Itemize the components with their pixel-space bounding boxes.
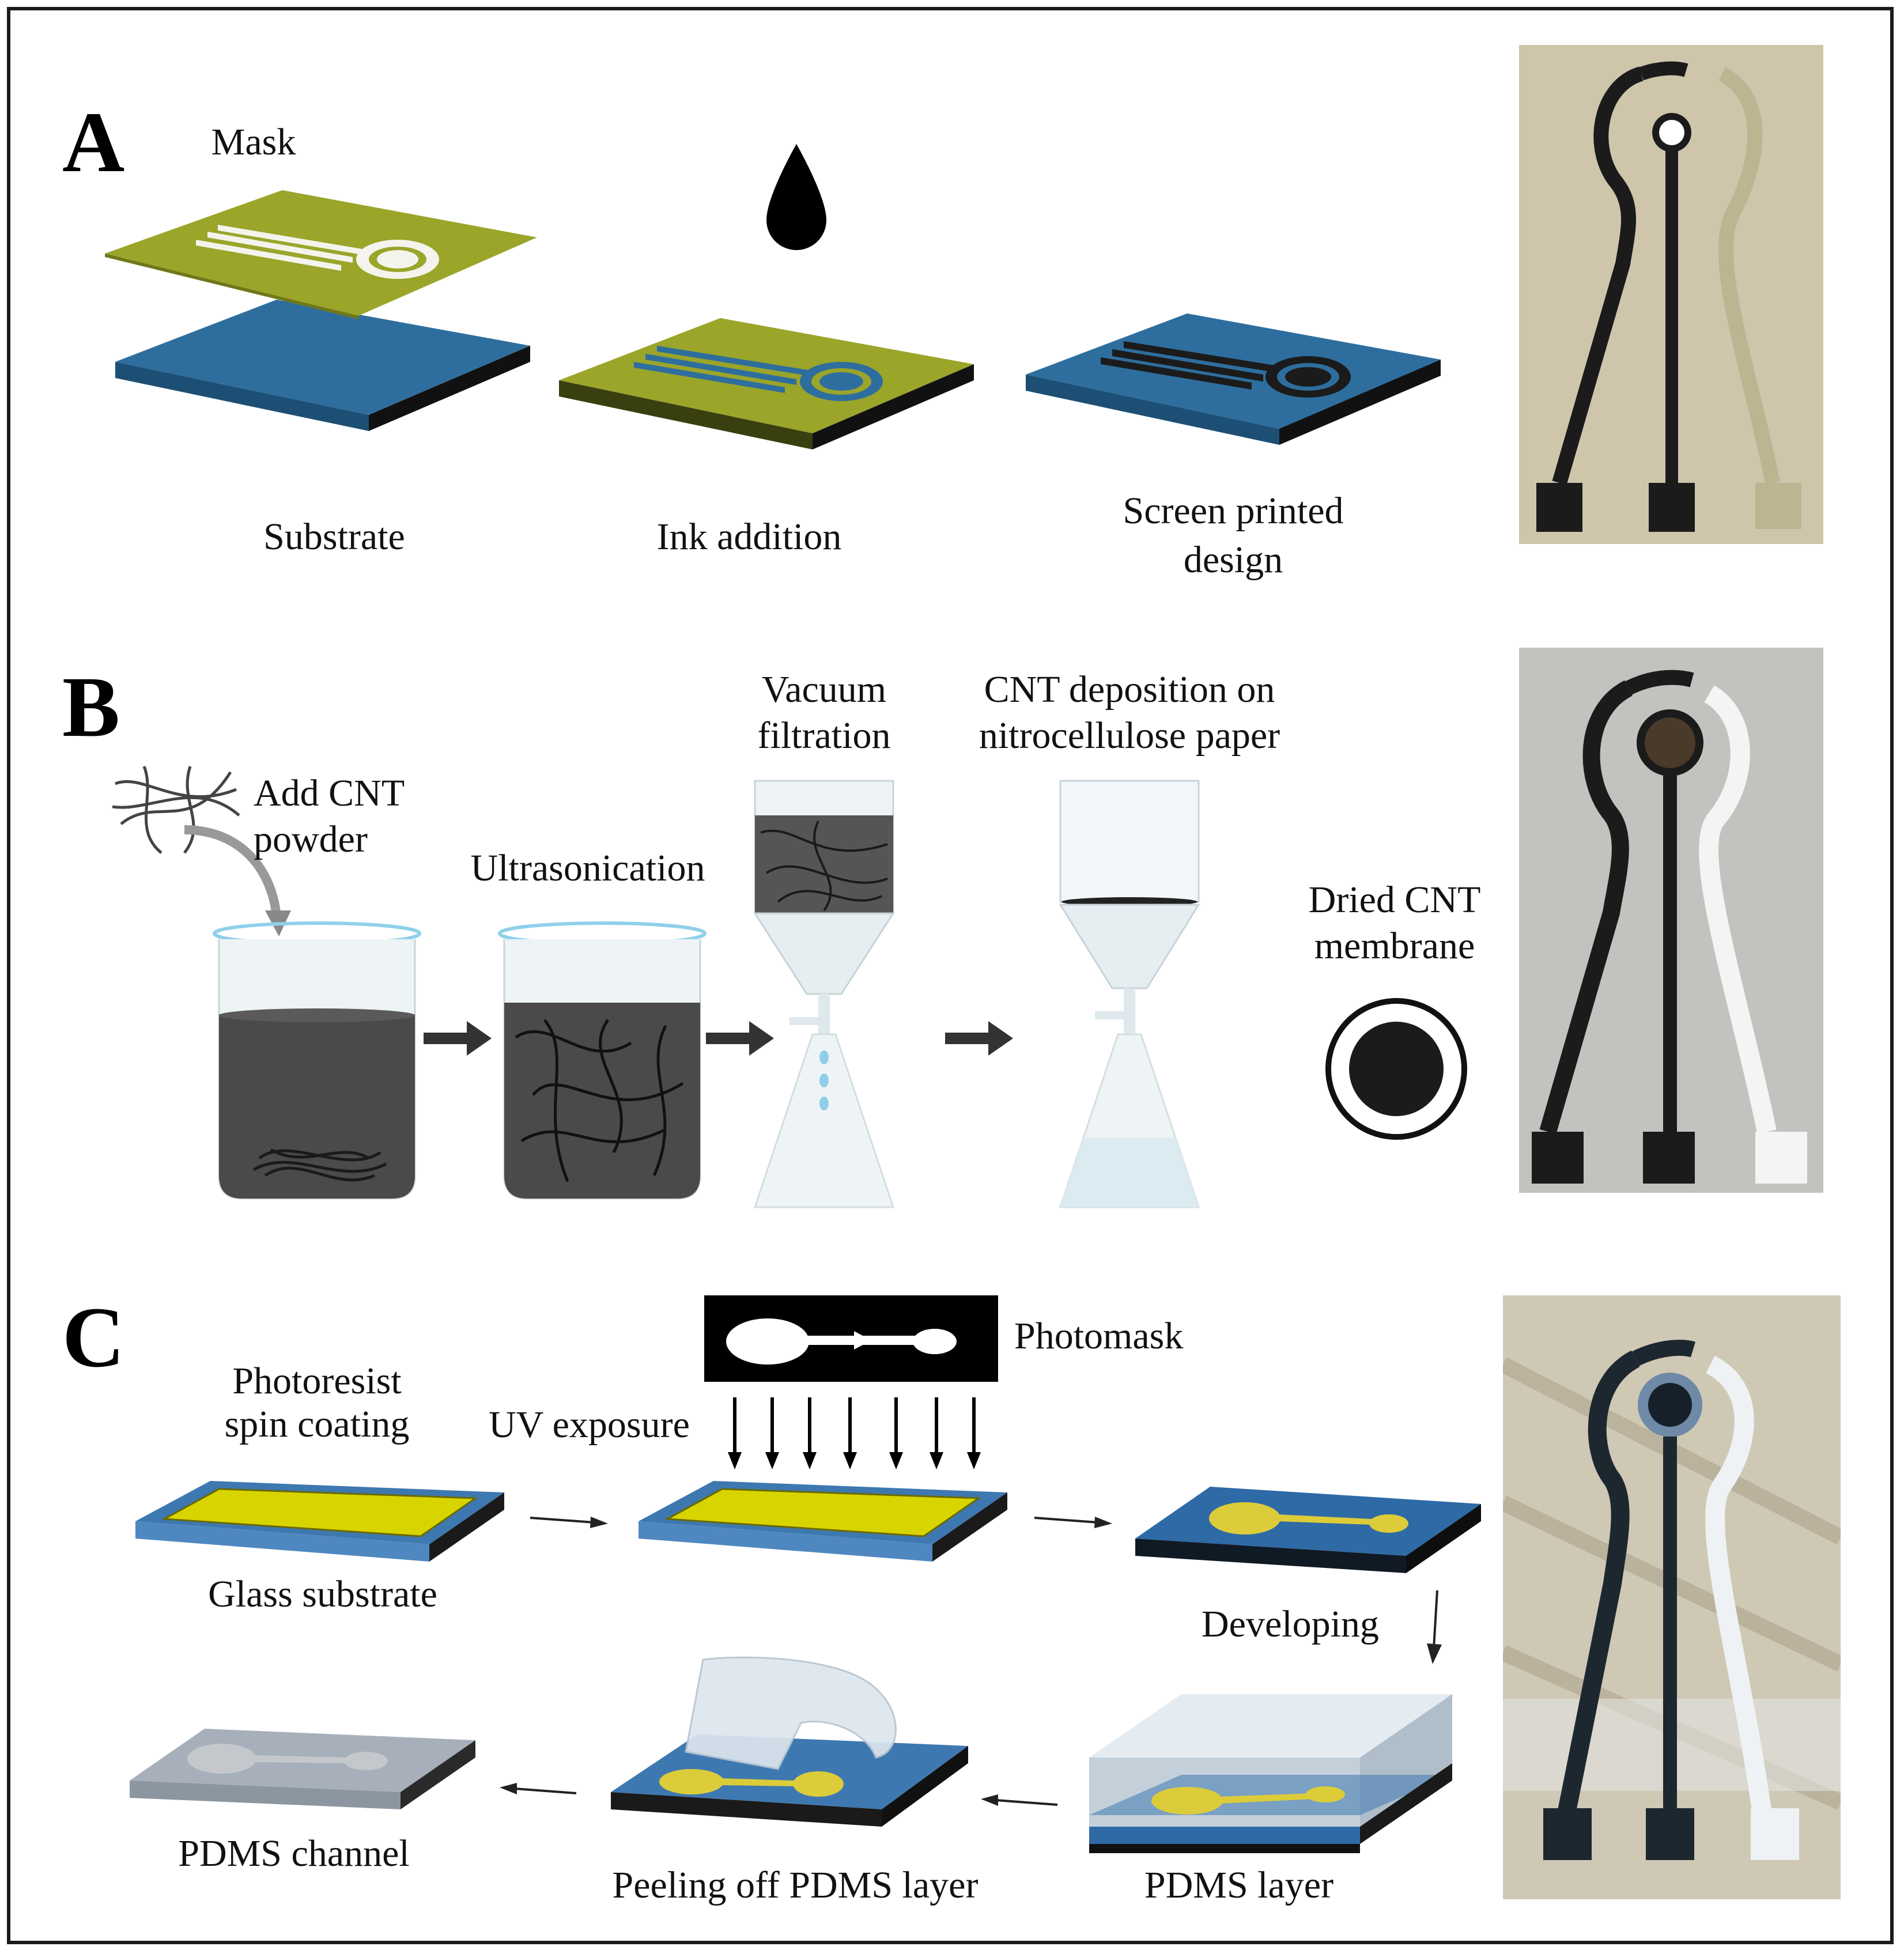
cnt-deposition-label-line2: nitrocellulose paper — [979, 715, 1280, 757]
screen-printed-label-line2: design — [1183, 539, 1283, 581]
figure-border — [7, 7, 1894, 1944]
glass-substrate-label: Glass substrate — [208, 1573, 437, 1615]
photo-pdms-channel-electrode — [1503, 1295, 1841, 1899]
cnt-deposition-label-line1: CNT deposition on — [984, 668, 1275, 710]
photomask-illustration — [704, 1295, 998, 1382]
panel-b-letter: B — [62, 659, 120, 755]
peeling-pdms-illustration — [611, 1656, 968, 1827]
photo-screen-printed-electrode — [1519, 45, 1823, 544]
beaker-ultrasonication-illustration — [498, 921, 707, 1200]
vacuum-filtration-label-line1: Vacuum — [761, 668, 887, 710]
arrow-2 — [706, 1021, 774, 1056]
arrow-1 — [424, 1021, 492, 1056]
panel-a-letter: A — [62, 95, 125, 190]
pdms-layer-illustration — [1089, 1694, 1452, 1853]
photoresist-label-line1: Photoresist — [232, 1360, 402, 1402]
photomask-label: Photomask — [1014, 1315, 1184, 1357]
add-cnt-label-line2: powder — [254, 818, 368, 860]
mask-label: Mask — [211, 121, 296, 163]
arrow-c3 — [981, 1794, 1058, 1806]
dried-membrane-label-line2: membrane — [1314, 925, 1475, 967]
pdms-channel-illustration — [130, 1729, 475, 1809]
beaker-cnt-powder-illustration — [213, 921, 421, 1200]
peeling-label: Peeling off PDMS layer — [612, 1864, 979, 1906]
ink-drop-icon — [766, 144, 826, 250]
ultrasonication-label: Ultrasonication — [470, 847, 705, 889]
pdms-layer-label: PDMS layer — [1144, 1864, 1334, 1906]
dried-cnt-membrane-icon — [1325, 998, 1467, 1140]
ink-addition-label: Ink addition — [656, 516, 842, 558]
panel-c-letter: C — [62, 1290, 125, 1385]
screen-printed-label-line1: Screen printed — [1123, 490, 1344, 532]
arrow-c1 — [530, 1517, 608, 1528]
dried-membrane-label-line1: Dried CNT — [1308, 879, 1481, 921]
uv-exposure-label: UV exposure — [489, 1404, 690, 1446]
photoresist-coated-glass-illustration — [135, 1481, 504, 1562]
vacuum-filtration-label-line2: filtration — [757, 715, 891, 757]
photo-cnt-membrane-electrode — [1519, 648, 1823, 1193]
arrow-c2 — [1034, 1517, 1112, 1528]
uv-exposed-substrate-illustration — [639, 1481, 1007, 1562]
developed-pattern-illustration — [1135, 1487, 1481, 1573]
ink-addition-illustration — [559, 318, 974, 449]
add-cnt-label-line1: Add CNT — [254, 772, 405, 814]
photoresist-label-line2: spin coating — [224, 1403, 410, 1445]
arrow-3 — [945, 1021, 1013, 1056]
substrate-label: Substrate — [263, 516, 405, 558]
uv-exposure-arrows — [728, 1397, 981, 1469]
cnt-powder-icon — [112, 766, 240, 854]
cnt-deposition-illustration — [1059, 780, 1200, 1208]
screen-printed-design-illustration — [1026, 313, 1441, 445]
arrow-c4 — [500, 1783, 577, 1794]
pdms-channel-label: PDMS channel — [178, 1832, 410, 1874]
substrate-with-mask-illustration — [105, 190, 537, 431]
arrow-developing — [1427, 1590, 1442, 1664]
vacuum-filtration-illustration — [753, 780, 895, 1208]
developing-label: Developing — [1202, 1603, 1379, 1645]
